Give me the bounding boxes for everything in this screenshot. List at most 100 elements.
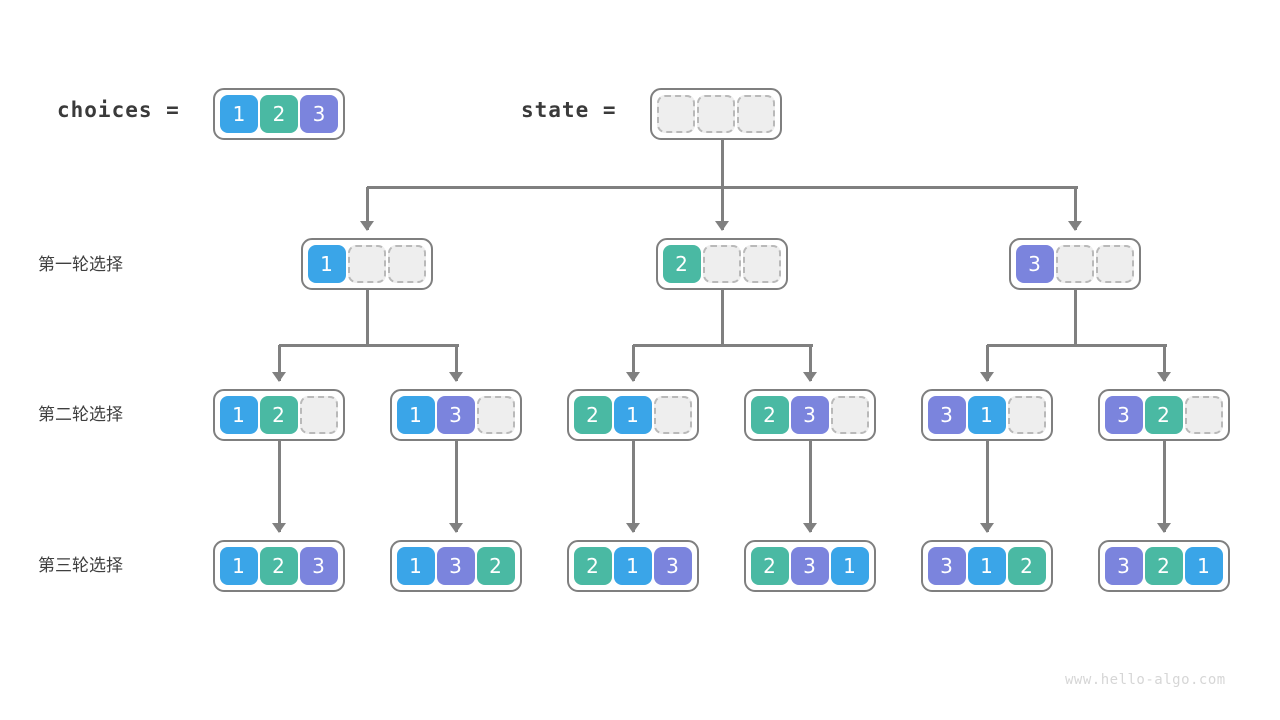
cell-value-1: 1 xyxy=(219,547,258,585)
edge-root-stem xyxy=(720,135,724,187)
arrow-head-icon xyxy=(1157,372,1171,382)
cell-value-2: 2 xyxy=(1007,547,1046,585)
round-label-1: 第一轮选择 xyxy=(38,255,123,275)
cell-value-3: 3 xyxy=(927,396,966,434)
cell-empty xyxy=(737,95,775,133)
round-label-3: 第三轮选择 xyxy=(38,556,123,576)
cell-value-3: 3 xyxy=(436,396,475,434)
cell-value-1: 1 xyxy=(830,547,869,585)
arrow-head-icon xyxy=(803,523,817,533)
cell-value-3: 3 xyxy=(790,396,829,434)
edge-to-round3-2 xyxy=(454,439,458,532)
cell-value-2: 2 xyxy=(259,547,298,585)
cell-value-3: 3 xyxy=(927,547,966,585)
cell-value-2: 2 xyxy=(662,245,701,283)
cell-value-3: 3 xyxy=(1104,396,1143,434)
edge-round1-stem-2 xyxy=(720,288,724,345)
arrow-head-icon xyxy=(980,372,994,382)
edge-to-round2-1-1 xyxy=(277,345,281,381)
cell-empty xyxy=(1095,245,1134,283)
node-1: 1 xyxy=(300,238,433,290)
cell-value-2: 2 xyxy=(750,547,789,585)
edge-round1-stem-1 xyxy=(365,288,369,345)
edge-to-round3-3 xyxy=(631,439,635,532)
edge-to-round1-2 xyxy=(720,187,724,230)
cell-value-1: 1 xyxy=(613,547,652,585)
cell-empty xyxy=(476,396,515,434)
edge-to-round3-1 xyxy=(277,439,281,532)
cell-value-2: 2 xyxy=(260,95,298,133)
edge-to-round1-3 xyxy=(1073,187,1077,230)
cell-empty xyxy=(387,245,426,283)
edge-to-round3-4 xyxy=(808,439,812,532)
cell-value-2: 2 xyxy=(573,547,612,585)
cell-empty xyxy=(742,245,781,283)
cell-empty xyxy=(1055,245,1094,283)
cell-value-3: 3 xyxy=(300,95,338,133)
cell-empty xyxy=(657,95,695,133)
cell-empty xyxy=(830,396,869,434)
cell-value-3: 3 xyxy=(1015,245,1054,283)
cell-value-1: 1 xyxy=(396,547,435,585)
edge-round1-bar-1 xyxy=(279,343,459,347)
edge-to-round2-1-2 xyxy=(454,345,458,381)
cell-empty xyxy=(1007,396,1046,434)
arrow-head-icon xyxy=(803,372,817,382)
edge-to-round2-3-2 xyxy=(1162,345,1166,381)
cell-empty xyxy=(697,95,735,133)
cell-value-3: 3 xyxy=(653,547,692,585)
arrow-head-icon xyxy=(715,221,729,231)
arrow-head-icon xyxy=(1157,523,1171,533)
cell-value-1: 1 xyxy=(396,396,435,434)
arrow-head-icon xyxy=(1068,221,1082,231)
edge-to-round3-5 xyxy=(985,439,989,532)
state-array xyxy=(650,88,782,140)
cell-empty xyxy=(347,245,386,283)
edge-round1-stem-3 xyxy=(1073,288,1077,345)
node-2: 2 xyxy=(655,238,788,290)
arrow-head-icon xyxy=(272,523,286,533)
cell-value-2: 2 xyxy=(259,396,298,434)
cell-empty xyxy=(1184,396,1223,434)
cell-value-1: 1 xyxy=(220,95,258,133)
edge-to-round2-2-2 xyxy=(808,345,812,381)
edge-to-round2-2-1 xyxy=(631,345,635,381)
cell-value-3: 3 xyxy=(1104,547,1143,585)
choices-label: choices = xyxy=(57,98,180,122)
edge-round1-bar-3 xyxy=(987,343,1167,347)
arrow-head-icon xyxy=(449,523,463,533)
cell-value-2: 2 xyxy=(750,396,789,434)
watermark: www.hello-algo.com xyxy=(1065,672,1226,688)
cell-value-1: 1 xyxy=(1184,547,1223,585)
cell-value-1: 1 xyxy=(219,396,258,434)
cell-value-2: 2 xyxy=(1144,547,1183,585)
cell-value-2: 2 xyxy=(476,547,515,585)
arrow-head-icon xyxy=(360,221,374,231)
node-3: 3 xyxy=(1008,238,1141,290)
cell-empty xyxy=(653,396,692,434)
edge-to-round2-3-1 xyxy=(985,345,989,381)
cell-value-2: 2 xyxy=(573,396,612,434)
round-label-2: 第二轮选择 xyxy=(38,405,123,425)
cell-empty xyxy=(299,396,338,434)
arrow-head-icon xyxy=(626,523,640,533)
cell-empty xyxy=(702,245,741,283)
edge-to-round1-1 xyxy=(365,187,369,230)
arrow-head-icon xyxy=(449,372,463,382)
state-label: state = xyxy=(521,98,617,122)
edge-to-round3-6 xyxy=(1162,439,1166,532)
cell-value-3: 3 xyxy=(790,547,829,585)
